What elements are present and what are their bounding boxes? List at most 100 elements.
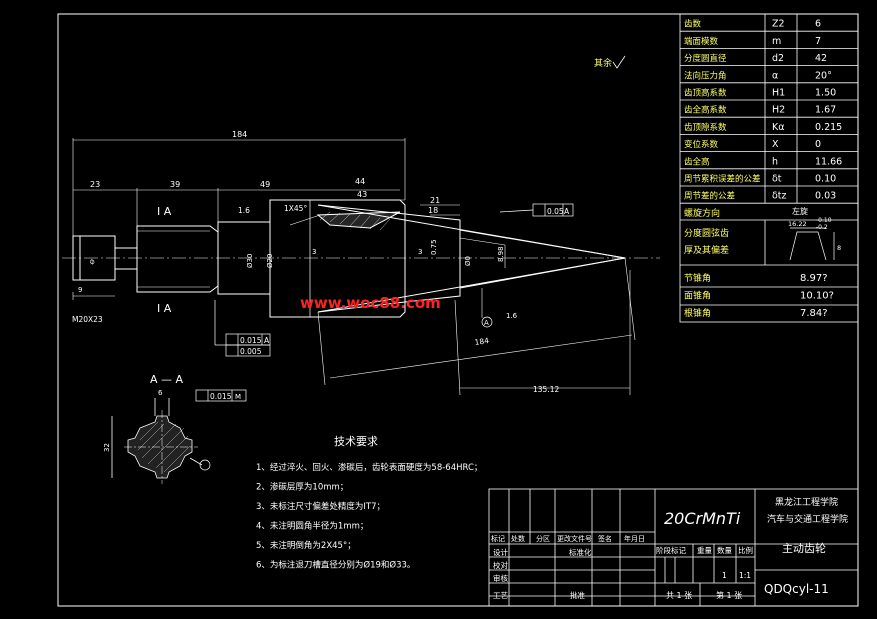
param-symbol: δt	[772, 174, 782, 185]
watermark: www.woc88.com	[300, 294, 441, 312]
part-name: 主动齿轮	[782, 541, 826, 555]
tooth-thickness-row: 分度圆弦齿 厚及其偏差 16.22 -0.10 -0.2 8	[684, 217, 841, 261]
param-value: 11.66	[815, 156, 842, 167]
tb-scale: 比例	[738, 545, 753, 555]
tb-design: 设计	[493, 547, 508, 557]
dim-dia30: Ø30	[246, 254, 254, 268]
tb-header-cell: 签名	[598, 534, 612, 543]
gdt-frames	[195, 203, 574, 402]
angle-name: 面锥角	[684, 290, 711, 302]
param-name: 端面模数	[684, 36, 719, 47]
tooth-thickness-label-2: 厚及其偏差	[684, 244, 729, 256]
tb-count-value: 1	[722, 571, 727, 580]
dim-075: 0.75	[430, 239, 438, 255]
gdt-runout-shaft: 0.015	[240, 336, 262, 345]
tb-weight: 重量	[697, 546, 712, 555]
college-name: 汽车与交通工程学院	[767, 513, 848, 525]
tb-check: 校对	[493, 560, 508, 570]
school-name: 黑龙江工程学院	[775, 496, 838, 508]
section-dim-32: 32	[103, 443, 111, 452]
dim-overall: 184	[232, 130, 247, 139]
tech-req-item: 3、未标注尺寸偏差处精度为IT7；	[256, 501, 385, 512]
tb-standardize: 标准化	[569, 547, 592, 557]
helix-label: 螺旋方向	[684, 207, 720, 219]
tb-process: 工艺	[493, 591, 508, 600]
tech-req-item: 6、为标注退刀槽直径分别为Ø19和Ø33。	[256, 560, 415, 571]
param-value: 1.67	[815, 105, 836, 116]
drawing-number: QDQcyl-11	[764, 582, 829, 596]
tech-req-item: 5、未注明倒角为2X45°；	[256, 540, 356, 551]
angle-value: 7.84?	[800, 308, 828, 319]
dimension-lines	[72, 138, 636, 396]
param-symbol: δtz	[772, 191, 787, 202]
param-symbol: H1	[772, 88, 785, 99]
param-name: 周节差的公差	[684, 191, 735, 202]
dim-roughness-2: 1.6	[506, 312, 518, 320]
param-name: 齿全高系数	[684, 105, 727, 116]
dim-dia0: Ø0	[464, 256, 472, 266]
dim-3b: 3	[418, 248, 422, 256]
param-value: 6	[815, 19, 821, 30]
section-mark-bottom: I A	[157, 302, 172, 315]
dim-44: 44	[355, 177, 365, 186]
tooth-sketch	[789, 227, 835, 261]
tb-header-cell: 更改文件号	[557, 534, 592, 543]
param-name: 齿全高	[684, 156, 710, 167]
tech-req-item: 1、经过淬火、回火、渗碳后，齿轮表面硬度为58-64HRC；	[256, 462, 482, 473]
gdt-section-position: 0.015	[210, 392, 232, 401]
dim-39: 39	[170, 180, 180, 189]
material: 20CrMnTi	[664, 509, 741, 528]
dim-roughness-1: 1.6	[238, 206, 250, 215]
datum-a: A	[484, 319, 489, 327]
dim-9: 9	[78, 286, 82, 294]
tech-requirements: 技术要求 1、经过淬火、回火、渗碳后，齿轮表面硬度为58-64HRC；2、渗碳层…	[256, 435, 482, 571]
tooth-tol-upper: -0.10	[816, 217, 832, 224]
dim-thread: M20X23	[72, 315, 103, 324]
tb-header-cell: 年月日	[624, 534, 645, 543]
dim-184b: 184	[474, 336, 490, 347]
param-value: 0.215	[815, 122, 842, 133]
tooth-dim-2: 8	[837, 244, 841, 252]
dim-chamfer: 1X45°	[284, 204, 307, 213]
dim-13512: 135.12	[533, 385, 559, 394]
gdt-section-position-ref: M	[235, 393, 241, 401]
gdt-texts: 0.05 A 0.015 A 0.005 0.015 M	[210, 207, 570, 401]
dim-898: 8.98	[497, 246, 505, 262]
gdt-cylindricity: 0.005	[240, 347, 262, 356]
param-value: 20°	[815, 70, 832, 81]
dim-small: Ø	[88, 258, 96, 266]
param-name: 齿顶隙系数	[684, 122, 727, 133]
param-name: 分度圆直径	[684, 53, 727, 64]
tb-scale-value: 1:1	[739, 571, 751, 580]
tb-stage-mark: 阶段标记	[656, 545, 686, 555]
section-mark-top: I A	[157, 205, 172, 218]
angle-name: 根锥角	[684, 307, 711, 319]
dim-dia20: Ø20	[266, 254, 274, 268]
param-symbol: Kα	[772, 122, 785, 133]
param-name: 周节累积误差的公差	[684, 174, 761, 185]
tooth-hatch	[319, 211, 391, 231]
tooth-thickness-label-1: 分度圆弦齿	[684, 227, 729, 239]
param-value: 1.50	[815, 88, 836, 99]
param-symbol: X	[772, 139, 779, 150]
angle-value: 10.10?	[800, 291, 834, 302]
param-symbol: m	[772, 36, 781, 47]
param-name: 法向压力角	[684, 70, 727, 81]
tb-sheet-total: 共 1 张	[666, 591, 692, 600]
param-symbol: h	[772, 156, 778, 167]
param-symbol: α	[772, 70, 778, 81]
section-dim-6: 6	[158, 389, 163, 397]
param-value: 0.10	[815, 174, 836, 185]
dim-18: 18	[428, 206, 438, 215]
dim-3a: 3	[312, 248, 316, 256]
param-symbol: H2	[772, 105, 785, 116]
gdt-runout-top: 0.05	[547, 207, 564, 216]
title-block	[488, 488, 859, 607]
gdt-runout-shaft-ref: A	[264, 336, 270, 345]
param-value: 0.03	[815, 191, 836, 202]
param-name: 齿顶高系数	[684, 88, 727, 99]
helix-value: 左旋	[792, 206, 808, 216]
section-a-a: A — A 6 32	[103, 373, 211, 484]
